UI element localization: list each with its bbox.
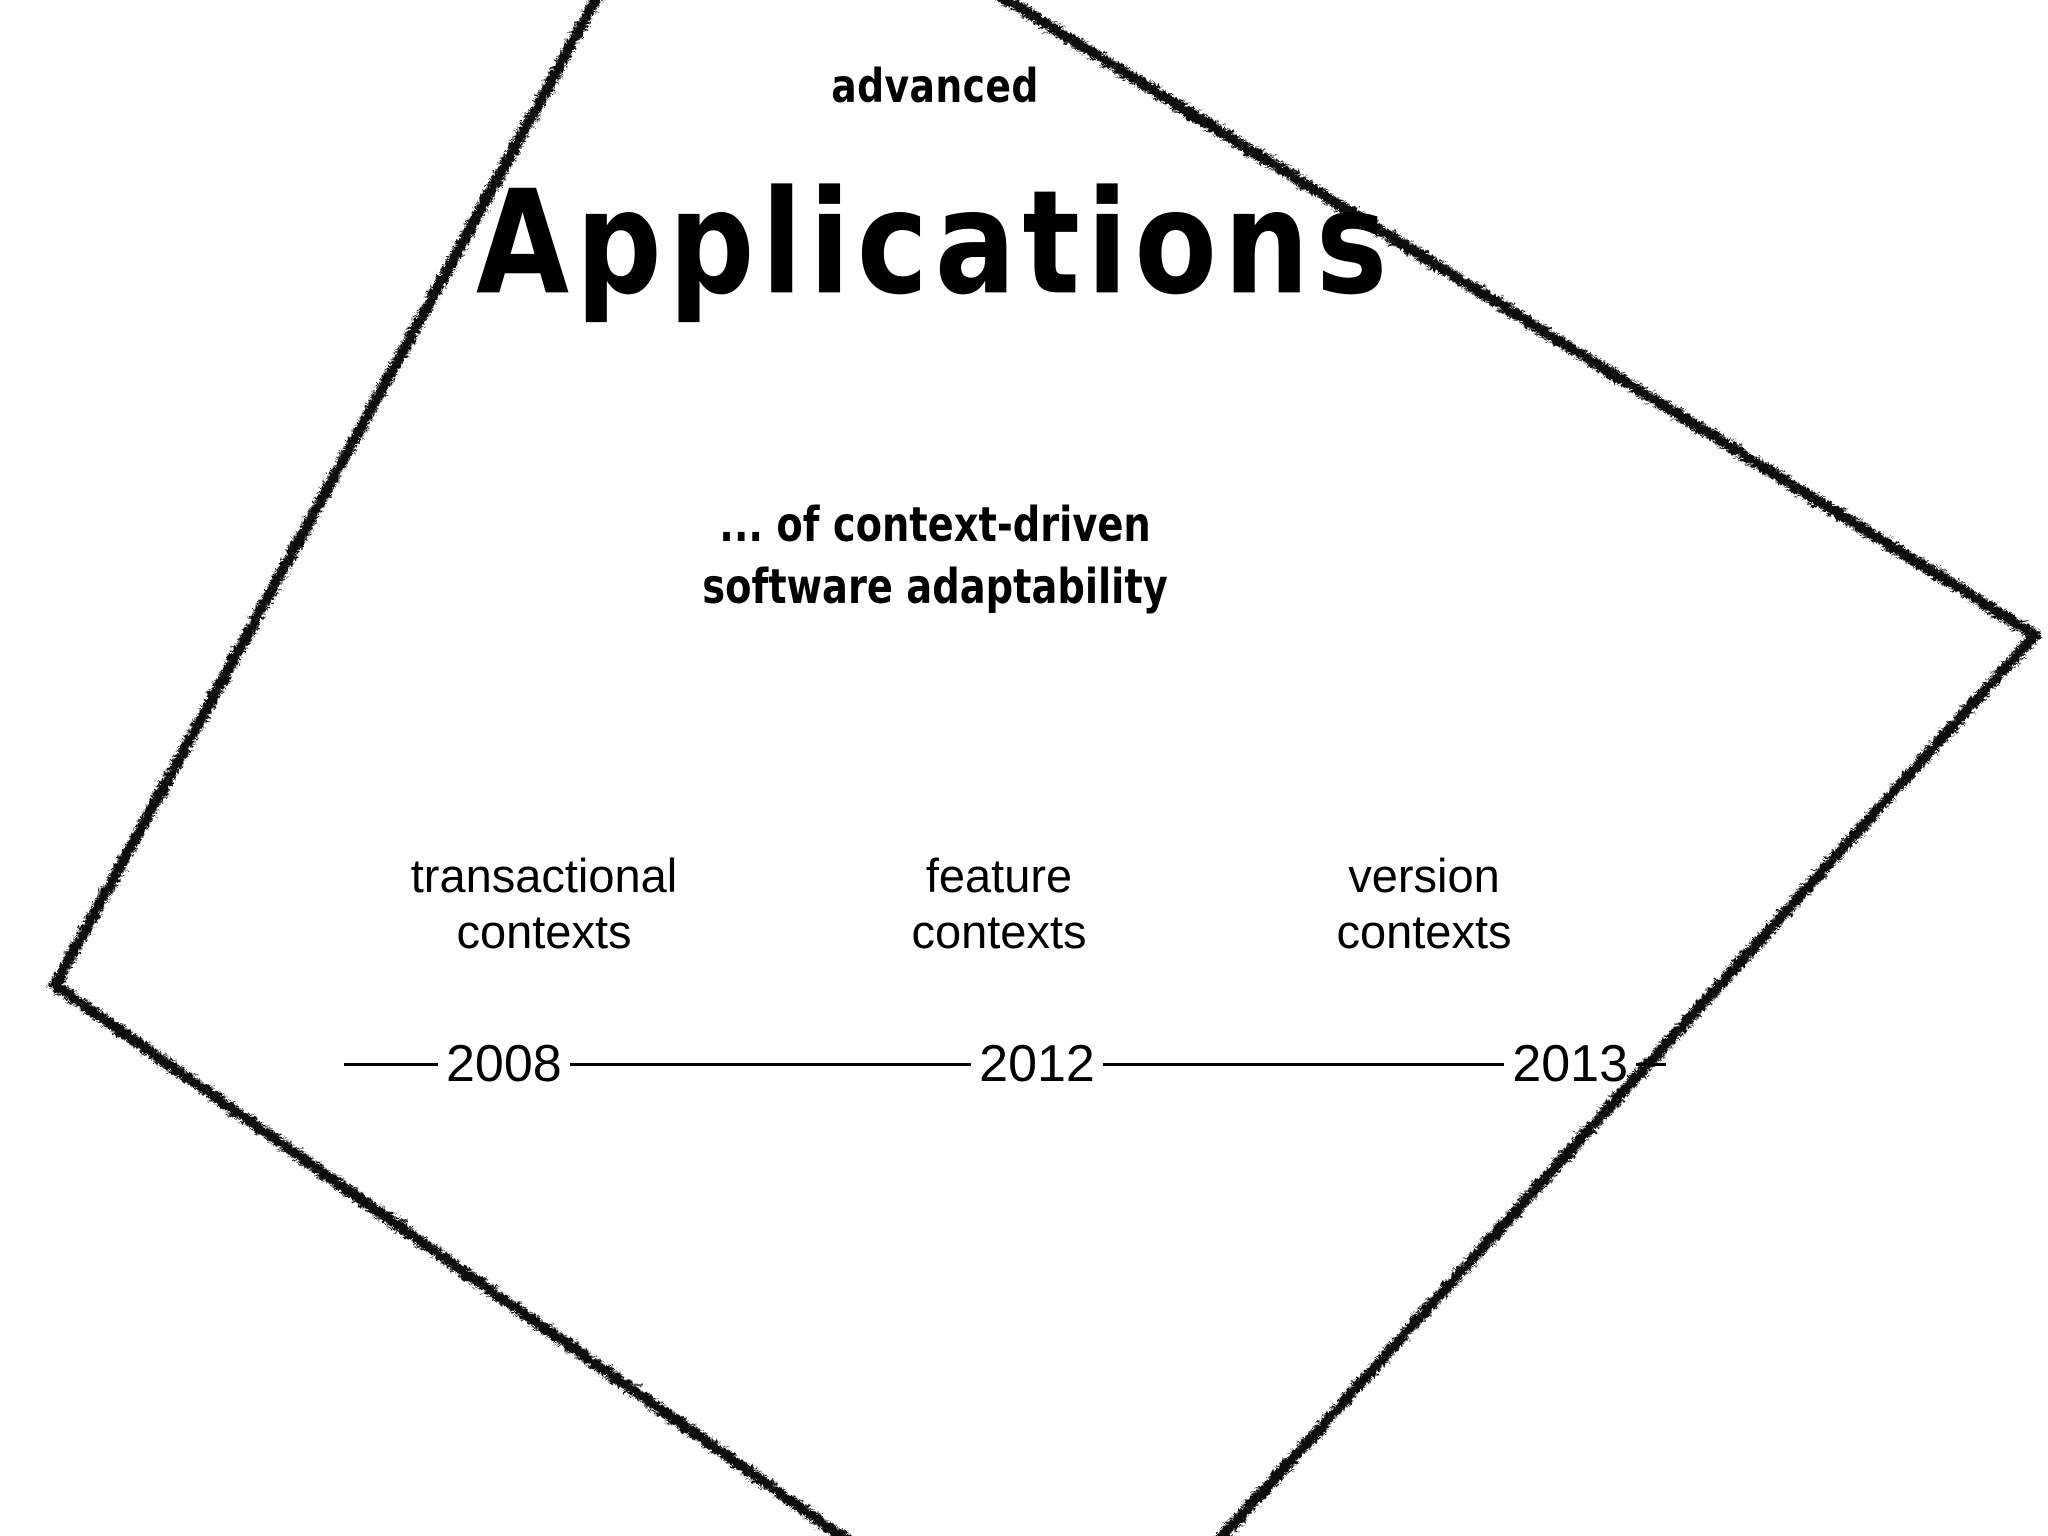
timeline-label-line-1: version — [1348, 849, 1500, 902]
timeline-rule-segment — [1636, 1062, 1666, 1066]
timeline-year-2012: 2012 — [979, 1035, 1095, 1093]
timeline-label-line-1: feature — [925, 849, 1073, 902]
timeline-rule-segment — [569, 1062, 972, 1066]
timeline-rule-segment — [344, 1062, 438, 1066]
timeline-label-line-1: transactional — [410, 849, 678, 902]
timeline-rule-segment — [1102, 1062, 1505, 1066]
timeline-year-2008: 2008 — [446, 1035, 562, 1093]
timeline-labels: transactional contexts feature contexts … — [344, 848, 1666, 1020]
timeline-label-transactional-contexts: transactional contexts — [344, 848, 744, 960]
subtitle: ... of context-driven software adaptabil… — [187, 494, 1683, 618]
timeline-year-2013: 2013 — [1512, 1035, 1628, 1093]
subtitle-line-1: ... of context-driven — [719, 497, 1151, 553]
timeline-label-line-2: contexts — [456, 905, 632, 958]
timeline-label-line-2: contexts — [911, 905, 1087, 958]
timeline-label-version-contexts: version contexts — [1224, 848, 1624, 960]
eyebrow-text: advanced — [831, 59, 1039, 113]
timeline-label-line-2: contexts — [1336, 905, 1512, 958]
timeline: transactional contexts feature contexts … — [344, 848, 1666, 1090]
timeline-label-feature-contexts: feature contexts — [799, 848, 1199, 960]
page-title: Applications — [475, 160, 1395, 328]
timeline-axis: 2008 2012 2013 — [344, 1038, 1666, 1090]
subtitle-line-2: software adaptability — [702, 559, 1168, 615]
